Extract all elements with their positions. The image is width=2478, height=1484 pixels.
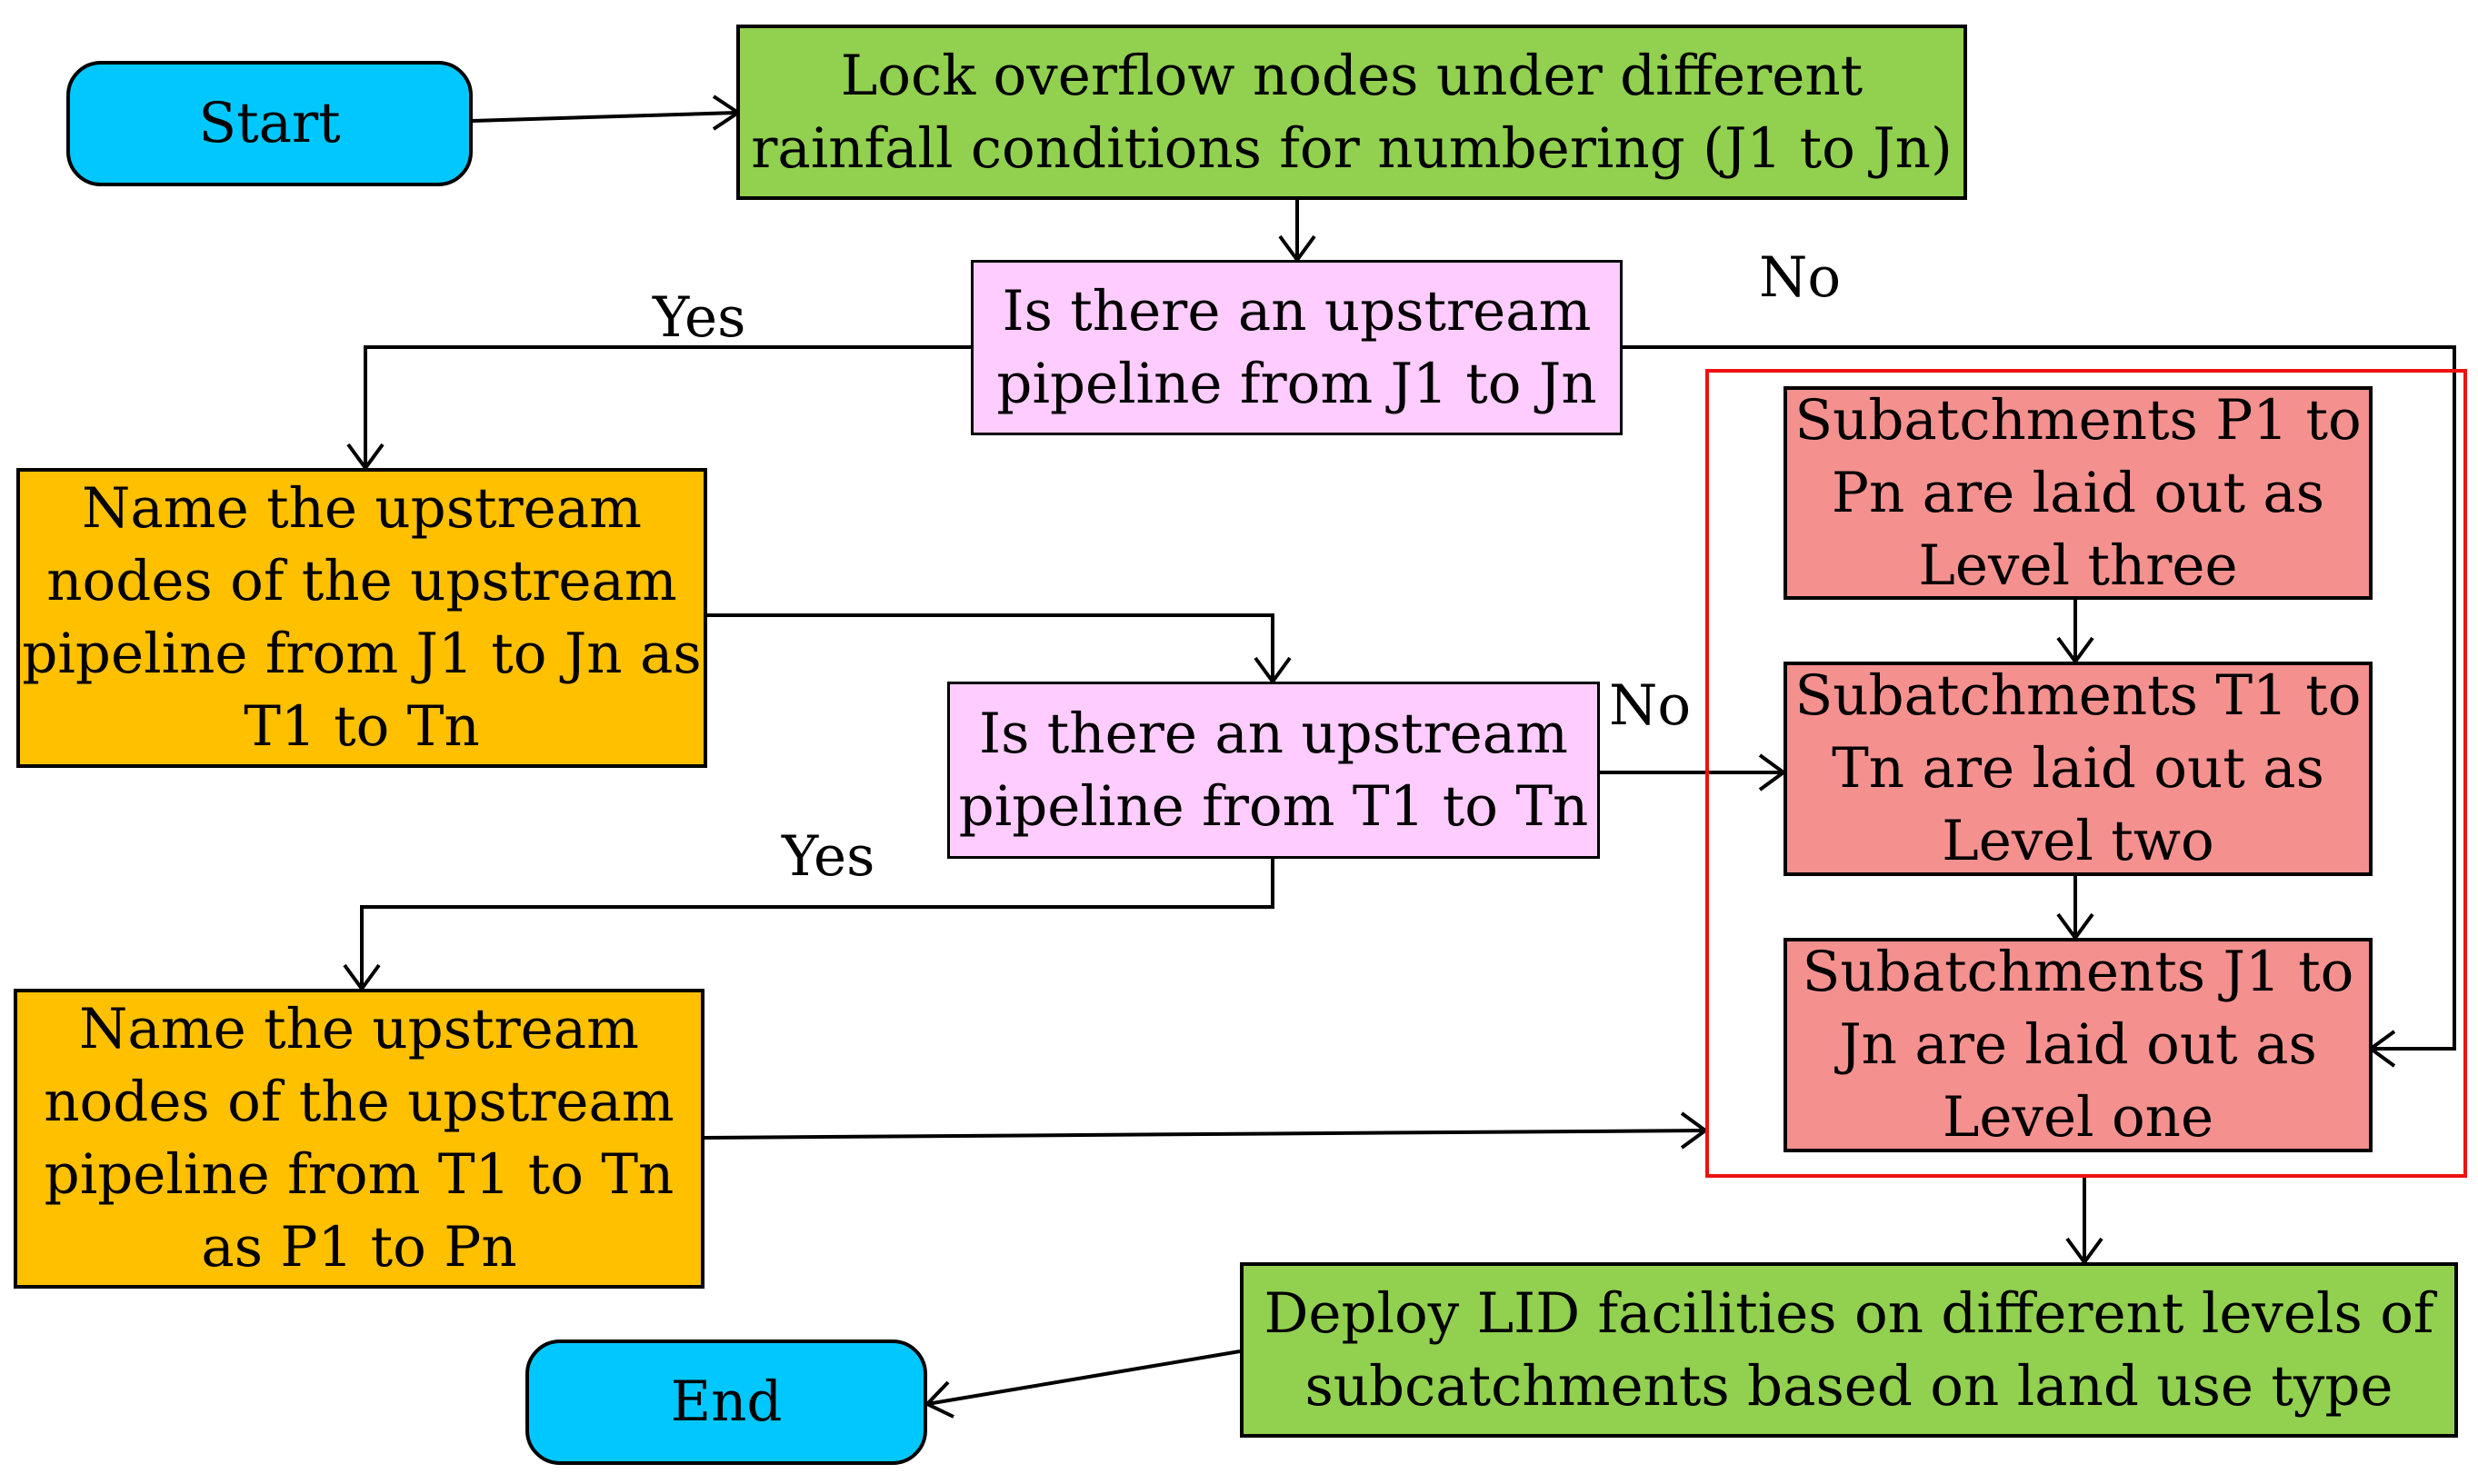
- level-two-step: Subatchments T1 to Tn are laid out as Le…: [1784, 662, 2373, 876]
- lock-overflow-nodes-step: Lock overflow nodes under different rain…: [736, 25, 1967, 200]
- end-node: End: [525, 1340, 927, 1465]
- arrow-start-to-lock: [472, 111, 737, 123]
- level-one-step: Subatchments J1 to Jn are laid out as Le…: [1784, 938, 2373, 1152]
- end-label: End: [670, 1369, 783, 1434]
- level-two-text: Subatchments T1 to Tn are laid out as Le…: [1794, 663, 2362, 873]
- level-three-text: Subatchments P1 to Pn are laid out as Le…: [1794, 387, 2362, 598]
- level-one-text: Subatchments J1 to Jn are laid out as Le…: [1802, 940, 2354, 1150]
- decision-upstream-t-text: Is there an upstream pipeline from T1 to…: [958, 701, 1589, 839]
- decision-upstream-j: Is there an upstream pipeline from J1 to…: [971, 260, 1623, 435]
- arrow-deploy-to-end: [926, 1350, 1241, 1406]
- yes-label-1: Yes: [653, 285, 746, 350]
- decision-upstream-j-text: Is there an upstream pipeline from J1 to…: [996, 278, 1597, 416]
- level-three-step: Subatchments P1 to Pn are laid out as Le…: [1784, 386, 2373, 600]
- arrowhead: [924, 1380, 954, 1419]
- arrow-name-p-to-group: [704, 1129, 1706, 1140]
- deploy-lid-step: Deploy LID facilities on different level…: [1240, 1262, 2458, 1438]
- start-node: Start: [66, 61, 473, 186]
- lock-overflow-nodes-text: Lock overflow nodes under different rain…: [751, 43, 1953, 181]
- decision-upstream-t: Is there an upstream pipeline from T1 to…: [947, 682, 1600, 859]
- levels-group: [1705, 369, 2467, 1178]
- yes-label-2: Yes: [782, 824, 875, 889]
- arrow-yes-to-name-t: [364, 345, 971, 468]
- name-t-nodes-text: Name the upstream nodes of the upstream …: [22, 476, 702, 759]
- start-label: Start: [198, 91, 341, 155]
- no-label-2: No: [1609, 673, 1692, 738]
- arrow-no-to-level-one: [1623, 345, 2456, 1051]
- name-t-nodes-step: Name the upstream nodes of the upstream …: [16, 468, 707, 768]
- arrow-yes-to-name-p: [360, 859, 1274, 989]
- no-label-1: No: [1759, 245, 1842, 310]
- deploy-lid-text: Deploy LID facilities on different level…: [1264, 1280, 2434, 1419]
- name-p-nodes-step: Name the upstream nodes of the upstream …: [14, 989, 704, 1289]
- arrow-name-t-to-decision-t: [707, 613, 1274, 682]
- name-p-nodes-text: Name the upstream nodes of the upstream …: [44, 997, 674, 1280]
